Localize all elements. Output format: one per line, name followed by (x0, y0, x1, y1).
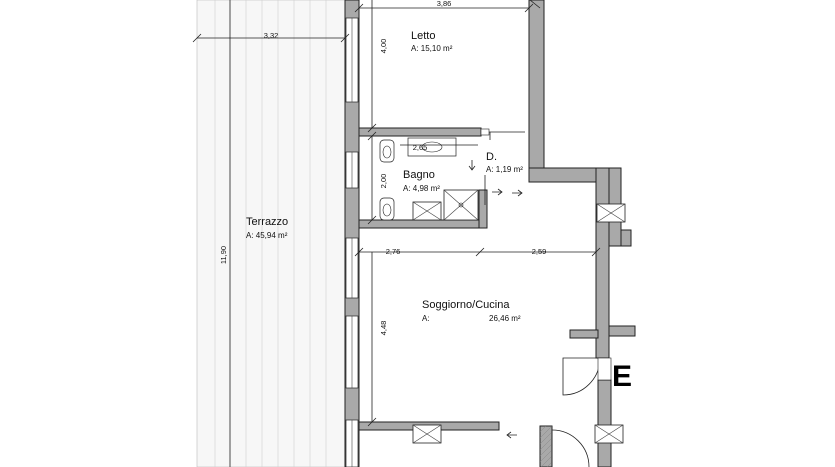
dim-soggiorno-width-right: 2,59 (532, 247, 547, 256)
dim-soggiorno-width-left: 2,76 (386, 247, 401, 256)
entrance-label: E (612, 360, 632, 393)
room-disimpegno-area: A: 1,19 m² (486, 165, 523, 174)
south-wall (358, 421, 553, 467)
dim-terrazzo-width: 3,32 (264, 31, 279, 40)
west-wall (344, 0, 360, 467)
dim-soggiorno-height: 4,48 (379, 321, 388, 336)
room-bagno-name: Bagno (403, 169, 435, 181)
dimension-lines (192, 0, 601, 467)
toilet-icon (379, 139, 395, 163)
room-terrazzo-area: A: 45,94 m² (246, 231, 288, 240)
dim-terrazzo-length: 11,90 (219, 246, 228, 264)
dim-letto-width: 3,86 (437, 0, 452, 8)
room-bagno-area: A: 4,98 m² (403, 184, 440, 193)
doors (460, 132, 612, 467)
room-soggiorno-area-value: 26,46 m² (489, 314, 521, 323)
room-soggiorno-name: Soggiorno/Cucina (422, 299, 510, 311)
room-labels: Letto A: 15,10 m² Bagno A: 4,98 m² D. A:… (246, 30, 523, 323)
structural-columns (412, 201, 626, 444)
room-disimpegno-name: D. (486, 151, 497, 163)
room-letto-area: A: 15,10 m² (411, 44, 453, 53)
sink-icon (407, 137, 457, 157)
bidet-icon (379, 197, 395, 221)
letto-east-wall (528, 0, 610, 183)
dim-bagno-height: 2,00 (379, 174, 388, 189)
room-terrazzo-name: Terrazzo (246, 216, 288, 228)
bathroom-fixtures (379, 137, 479, 221)
direction-arrows (468, 160, 523, 439)
dim-letto-height: 4,00 (379, 39, 388, 54)
dim-bagno-width: 2,65 (413, 143, 428, 152)
room-soggiorno-area-prefix: A: (422, 314, 430, 323)
room-letto-name: Letto (411, 30, 435, 42)
dimension-texts: 3,86 3,32 4,00 2,65 2,00 11,90 2,76 2,59… (219, 0, 546, 335)
